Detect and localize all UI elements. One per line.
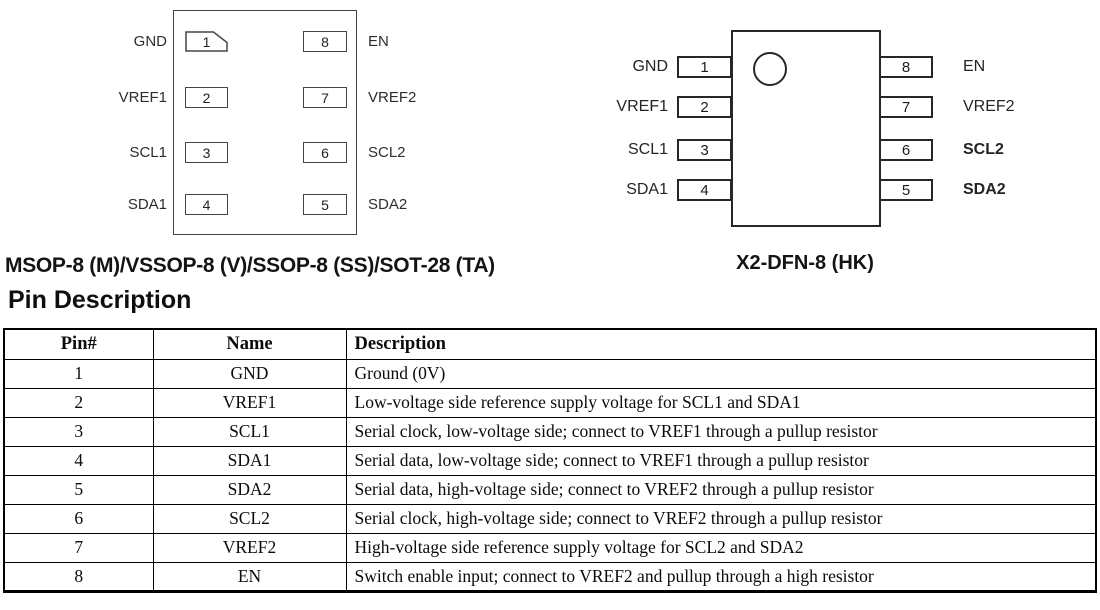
- pin-number: 2: [700, 98, 709, 116]
- msop-pin-1-label: GND: [133, 33, 167, 50]
- dfn-pin-6-box: 6: [879, 139, 933, 161]
- pin-description-cell: High-voltage side reference supply volta…: [345, 532, 1097, 563]
- pin-number: 6: [321, 144, 329, 161]
- dfn-package-outline: [731, 30, 881, 227]
- dfn-pin-8-label: EN: [963, 58, 986, 75]
- pin-number-cell: 7: [3, 532, 154, 563]
- dfn-pin-3-box: 3: [677, 139, 732, 161]
- dfn-pin-2-box: 2: [677, 96, 732, 118]
- msop-pin-7-box: 7: [303, 87, 347, 108]
- pin-description-cell: Serial data, high-voltage side; connect …: [345, 474, 1097, 505]
- col-header-pin: Pin#: [3, 328, 154, 360]
- msop-pin-5-box: 5: [303, 194, 347, 215]
- dfn-pin-6-label: SCL2: [963, 141, 1004, 158]
- pin-description-cell: Switch enable input; connect to VREF2 an…: [345, 561, 1097, 592]
- dfn-caption: X2-DFN-8 (HK): [736, 252, 874, 274]
- msop-pin-2-label: VREF1: [118, 89, 167, 106]
- pin-number: 7: [901, 98, 911, 116]
- dfn-pin-4-label: SDA1: [626, 181, 668, 198]
- pin-number: 5: [321, 196, 329, 213]
- pin-number: 4: [202, 196, 211, 213]
- pin1-chamfer-outline: [185, 31, 228, 52]
- pin-number: 3: [202, 144, 211, 161]
- dfn-pin-2-label: VREF1: [616, 98, 668, 115]
- dfn-pin-4-box: 4: [677, 179, 732, 201]
- pin-description-cell: Serial data, low-voltage side; connect t…: [345, 445, 1097, 476]
- pin-name-cell: VREF2: [152, 532, 347, 563]
- dfn-pin-8-box: 8: [879, 56, 933, 78]
- pin-description-cell: Ground (0V): [345, 358, 1097, 389]
- msop-pin-6-label: SCL2: [368, 144, 406, 161]
- dfn-pin-1-box: 1: [677, 56, 732, 78]
- col-header-desc: Description: [345, 328, 1097, 360]
- pin-number: 6: [901, 141, 911, 159]
- msop-pin-7-label: VREF2: [368, 89, 417, 106]
- pin1-indicator-dot: [753, 52, 787, 86]
- dfn-pin-7-label: VREF2: [963, 98, 1015, 115]
- dfn-pin-3-label: SCL1: [627, 141, 668, 158]
- pin-name-cell: EN: [152, 561, 347, 592]
- pin-name-cell: VREF1: [152, 387, 347, 418]
- pin-name-cell: SCL2: [152, 503, 347, 534]
- msop-pin-5-label: SDA2: [368, 196, 408, 213]
- pin-description-cell: Low-voltage side reference supply voltag…: [345, 387, 1097, 418]
- pin-number: 1: [202, 33, 211, 50]
- msop-pin-4-box: 4: [185, 194, 228, 215]
- msop-pin-6-box: 6: [303, 142, 347, 163]
- pin-number-cell: 4: [3, 445, 154, 476]
- pin-number: 7: [321, 89, 329, 106]
- pin-name-cell: SCL1: [152, 416, 347, 447]
- msop-pin-1-box: 1: [185, 31, 228, 52]
- pin-name-cell: GND: [152, 358, 347, 389]
- table-header-row: Pin# Name Description: [3, 328, 1097, 360]
- pin-number-cell: 1: [3, 358, 154, 389]
- msop-pin-4-label: SDA1: [127, 196, 167, 213]
- pin-number: 8: [901, 58, 911, 76]
- pin-number-cell: 2: [3, 387, 154, 418]
- pin-number: 3: [700, 141, 709, 159]
- dfn-pin-7-box: 7: [879, 96, 933, 118]
- dfn-pin-1-label: GND: [632, 58, 668, 75]
- pin-number-cell: 3: [3, 416, 154, 447]
- pin-description-cell: Serial clock, high-voltage side; connect…: [345, 503, 1097, 534]
- msop-pin-3-box: 3: [185, 142, 228, 163]
- pin-name-cell: SDA1: [152, 445, 347, 476]
- pin-number: 4: [700, 181, 709, 199]
- pin-number: 1: [700, 58, 709, 76]
- pin-number: 5: [901, 181, 911, 199]
- pin-description-cell: Serial clock, low-voltage side; connect …: [345, 416, 1097, 447]
- pin-number: 8: [321, 33, 329, 50]
- msop-pin-2-box: 2: [185, 87, 228, 108]
- section-title: Pin Description: [8, 286, 192, 314]
- pin-name-cell: SDA2: [152, 474, 347, 505]
- pin-number-cell: 8: [3, 561, 154, 592]
- pin-number: 2: [202, 89, 211, 106]
- dfn-pin-5-box: 5: [879, 179, 933, 201]
- msop-caption: MSOP-8 (M)/VSSOP-8 (V)/SSOP-8 (SS)/SOT-2…: [5, 254, 495, 277]
- dfn-pin-5-label: SDA2: [963, 181, 1006, 198]
- pin-number-cell: 6: [3, 503, 154, 534]
- pin-number-cell: 5: [3, 474, 154, 505]
- msop-pin-8-label: EN: [368, 33, 389, 50]
- msop-pin-8-box: 8: [303, 31, 347, 52]
- msop-pin-3-label: SCL1: [129, 144, 167, 161]
- col-header-name: Name: [152, 328, 347, 360]
